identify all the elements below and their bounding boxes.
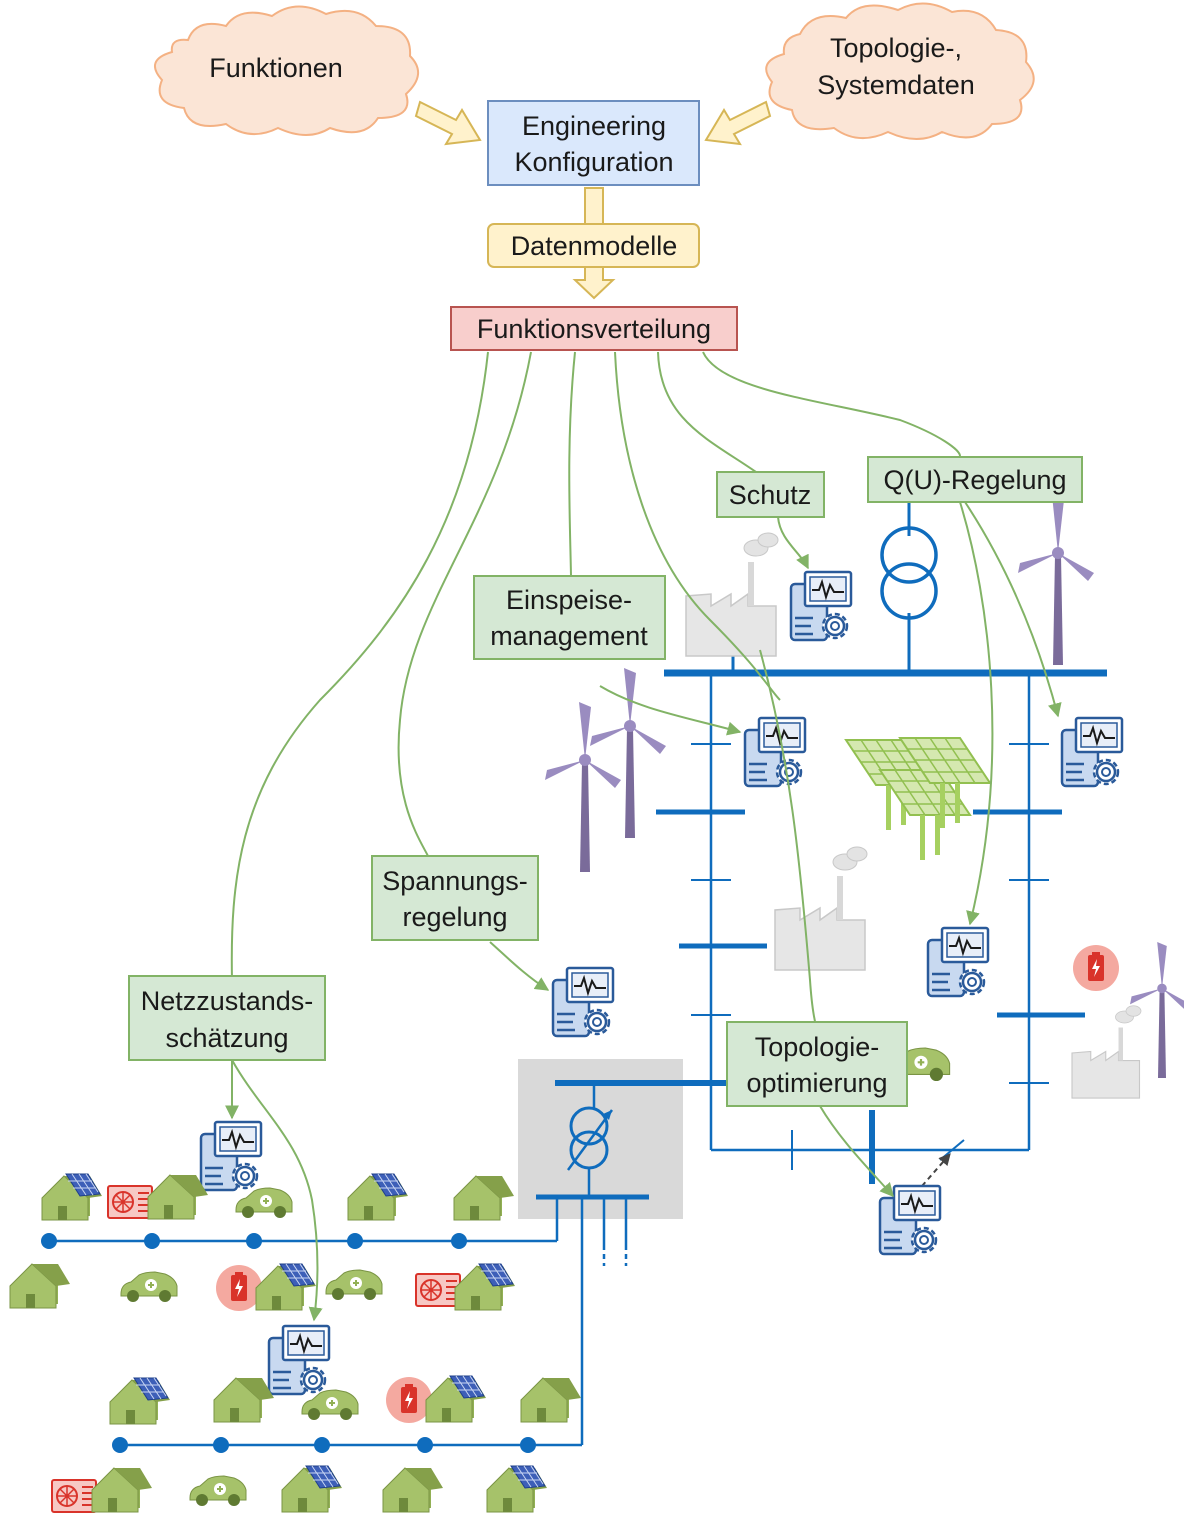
electric-car-icon [189,1475,247,1507]
house-icon [453,1175,515,1221]
battery-icon [216,1265,262,1311]
house-icon [382,1467,444,1513]
state-label-2: schätzung [165,1023,288,1053]
feedin-management-box [473,575,666,660]
data-models-box [487,223,700,268]
topology-optimization-box [726,1021,908,1107]
house-icon [147,1174,209,1220]
state-estimation-box [128,975,326,1061]
house-icon [256,1264,316,1310]
wind-turbine-icon [1018,495,1094,665]
lv-grid [49,1197,628,1447]
wind-turbine-icon [590,668,666,838]
controller-icon [789,570,853,642]
electric-car-icon [325,1269,383,1301]
engineering-label-1: Engineering [522,111,666,141]
topology-input-label-1: Topologie-, [830,33,962,63]
voltage-control-box [371,855,539,941]
distribution-box [450,306,738,351]
house-icon [42,1174,102,1220]
voltage-label-2: regelung [402,902,507,932]
distribution-label: Funktionsverteilung [477,314,711,344]
qu-control-box [867,456,1083,503]
state-label-1: Netzzustands- [141,986,314,1016]
house-icon [520,1377,582,1423]
topo-label-1: Topologie- [755,1032,880,1062]
topo-label-2: optimierung [746,1068,887,1098]
data-models-label: Datenmodelle [511,231,678,261]
controller-icon [551,966,615,1038]
controller-icon [926,926,990,998]
electric-car-icon [301,1389,359,1421]
wind-turbine-icon [545,702,621,872]
feedin-label-1: Einspeise- [506,585,632,615]
cloud-icon [765,2,1035,140]
feedin-label-2: management [490,621,648,651]
house-icon [426,1376,486,1422]
controller-icon [267,1324,331,1396]
protection-box [716,471,825,518]
house-icon [213,1377,275,1423]
heat-pump-icon [51,1479,97,1513]
protection-label: Schutz [729,480,812,510]
input-arrow [704,100,772,146]
house-icon [455,1264,515,1310]
controller-icon [1060,716,1124,788]
functions-input-label: Funktionen [209,53,343,83]
engineering-box [487,100,700,186]
battery-icon [386,1377,432,1423]
house-icon [348,1174,408,1220]
factory-icon [774,846,868,971]
engineering-label-2: Konfiguration [514,147,673,177]
heat-pump-icon [415,1273,461,1307]
electric-car-icon [235,1187,293,1219]
house-icon [110,1378,170,1424]
controller-icon [743,716,807,788]
house-icon [91,1467,153,1513]
voltage-label-1: Spannungs- [382,866,528,896]
factory-icon [685,532,779,657]
transformer-icon [569,1106,609,1146]
controller-icon [199,1120,263,1192]
cloud-icon [153,5,419,136]
switch-indicator [921,1153,951,1187]
heat-pump-icon [107,1185,153,1219]
house-icon [487,1466,547,1512]
qu-control-label: Q(U)-Regelung [883,465,1066,495]
factory-icon [1071,1005,1142,1099]
house-icon [282,1466,342,1512]
input-arrow [414,100,482,146]
battery-icon [1073,945,1119,991]
controller-icon [878,1184,942,1256]
house-icon [9,1263,71,1309]
lv-nodes [41,1233,536,1453]
topology-input-label-2: Systemdaten [817,70,975,100]
electric-car-icon [120,1271,178,1303]
function-connectors [225,351,1062,1322]
